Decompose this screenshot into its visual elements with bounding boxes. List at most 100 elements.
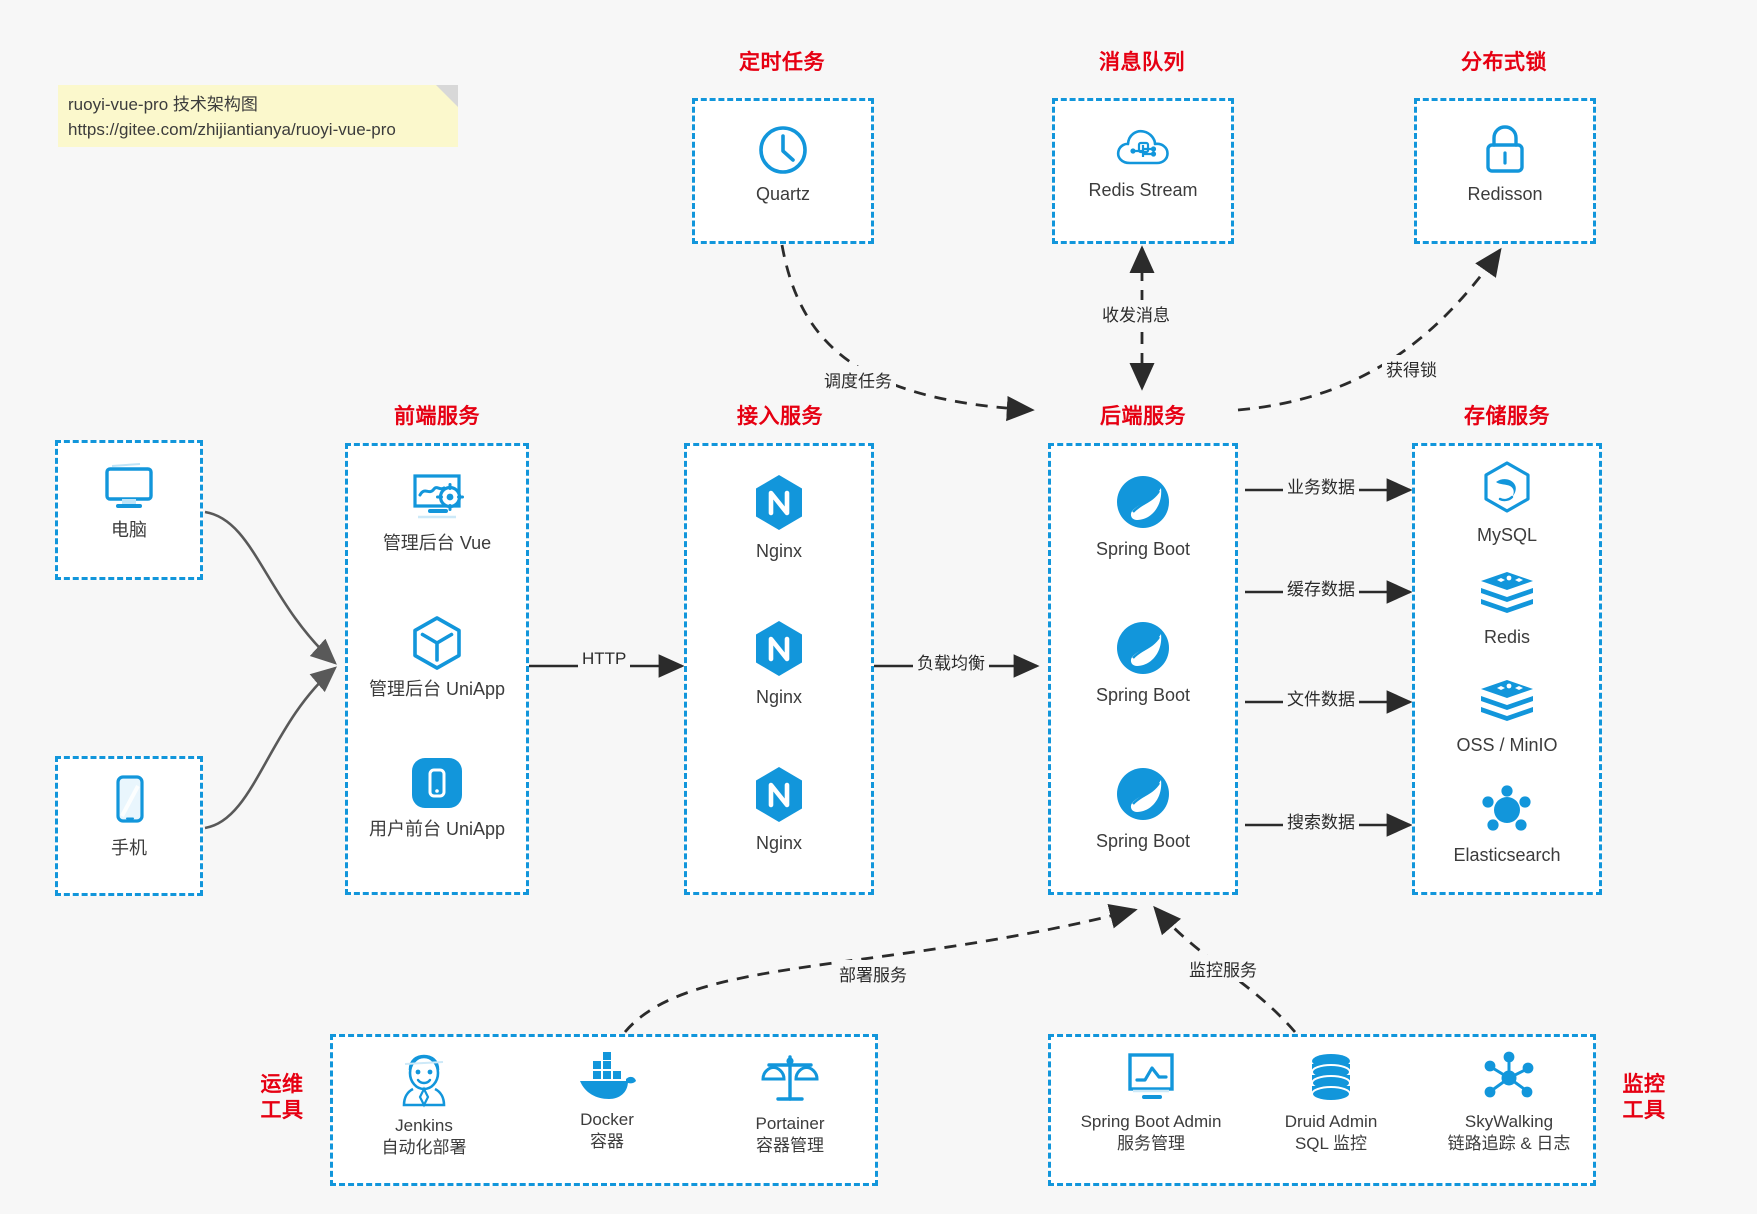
node-skywalking[interactable]: SkyWalking 链路追踪 & 日志	[1419, 1051, 1599, 1155]
note-text: ruoyi-vue-pro 技术架构图 https://gitee.com/zh…	[68, 95, 396, 139]
node-label: MySQL	[1476, 525, 1537, 545]
node-elasticsearch[interactable]: Elasticsearch	[1415, 784, 1599, 867]
node-label: Spring Boot	[1095, 685, 1191, 705]
node-label: Spring Boot	[1095, 539, 1191, 559]
node-label: Docker 容器	[580, 1110, 634, 1152]
node-redis-stream[interactable]: Redis Stream	[1055, 123, 1231, 202]
nginx-icon	[756, 621, 802, 676]
group-box-storage: MySQL Redis OSS / MinIO	[1412, 443, 1602, 895]
node-label: Portainer 容器管理	[755, 1114, 825, 1156]
monitor-chart-icon	[1128, 1053, 1174, 1099]
edge-label-business-data: 业务数据	[1283, 472, 1359, 499]
group-title-frontend: 前端服务	[394, 405, 480, 428]
node-oss-minio[interactable]: OSS / MinIO	[1415, 676, 1599, 757]
node-druid-admin[interactable]: Druid Admin SQL 监控	[1241, 1051, 1421, 1155]
sticky-note: ruoyi-vue-pro 技术架构图 https://gitee.com/zh…	[58, 85, 458, 147]
node-admin-uniapp[interactable]: 管理后台 UniApp	[348, 614, 526, 701]
node-label: OSS / MinIO	[1456, 735, 1558, 755]
node-label: 管理后台 Vue	[382, 533, 492, 553]
node-label: 管理后台 UniApp	[368, 679, 506, 699]
node-label: Spring Boot Admin 服务管理	[1080, 1112, 1222, 1154]
node-redis[interactable]: Redis	[1415, 568, 1599, 649]
node-label: Redis	[1483, 627, 1531, 647]
node-jenkins[interactable]: Jenkins 自动化部署	[333, 1051, 515, 1159]
node-label: Jenkins 自动化部署	[381, 1116, 467, 1158]
desktop-monitor-icon	[105, 463, 153, 508]
node-nginx-1[interactable]: Nginx	[687, 472, 871, 563]
note-fold-corner	[436, 85, 458, 107]
smartphone-icon	[116, 775, 144, 823]
edge-label-http: HTTP	[578, 648, 631, 670]
group-box-mq: Redis Stream	[1052, 98, 1234, 244]
group-box-backend: Spring Boot Spring Boot Spring Boot	[1048, 443, 1238, 895]
group-box-scheduler: Quartz	[692, 98, 874, 244]
node-phone[interactable]: 手机	[58, 773, 200, 860]
clock-icon	[759, 126, 807, 174]
edge-label-file-data: 文件数据	[1283, 684, 1359, 711]
elasticsearch-icon	[1482, 785, 1531, 831]
node-spring-boot-1[interactable]: Spring Boot	[1051, 472, 1235, 561]
group-box-monitor: Spring Boot Admin 服务管理 Druid Admin SQL 监…	[1048, 1034, 1596, 1186]
node-label: Quartz	[755, 184, 811, 204]
group-title-monitor: 监控 工具	[1622, 1073, 1666, 1123]
redis-stack-icon	[1481, 572, 1533, 613]
client-box-phone: 手机	[55, 756, 203, 896]
edge-label-acquire-lock: 获得锁	[1382, 355, 1441, 382]
node-spring-boot-2[interactable]: Spring Boot	[1051, 618, 1235, 707]
node-nginx-2[interactable]: Nginx	[687, 618, 871, 709]
edge-label-search-data: 搜索数据	[1283, 807, 1359, 834]
node-label: Nginx	[755, 541, 803, 561]
spring-boot-icon	[1117, 622, 1169, 674]
hexagon-cube-icon	[413, 616, 461, 670]
group-title-gateway: 接入服务	[737, 405, 823, 428]
node-label: Druid Admin SQL 监控	[1284, 1112, 1378, 1154]
node-docker[interactable]: Docker 容器	[516, 1051, 698, 1153]
group-box-gateway: Nginx Nginx Nginx	[684, 443, 874, 895]
redis-stack-icon	[1481, 680, 1533, 721]
edge-label-cache-data: 缓存数据	[1283, 574, 1359, 601]
edge-label-send-receive-message: 收发消息	[1098, 300, 1174, 327]
group-box-lock: Redisson	[1414, 98, 1596, 244]
skywalking-nodes-icon	[1484, 1051, 1534, 1098]
group-title-ops: 运维 工具	[260, 1073, 304, 1123]
node-user-uniapp[interactable]: 用户前台 UniApp	[348, 754, 526, 841]
group-title-mq: 消息队列	[1099, 51, 1185, 74]
node-quartz[interactable]: Quartz	[695, 123, 871, 206]
nginx-icon	[756, 767, 802, 822]
mobile-app-icon	[412, 758, 462, 808]
node-label: Nginx	[755, 687, 803, 707]
docker-whale-icon	[580, 1052, 636, 1099]
spring-boot-icon	[1117, 476, 1169, 528]
node-spring-boot-admin[interactable]: Spring Boot Admin 服务管理	[1051, 1051, 1251, 1155]
node-mysql[interactable]: MySQL	[1415, 460, 1599, 547]
node-admin-vue[interactable]: 管理后台 Vue	[348, 468, 526, 555]
node-redisson[interactable]: Redisson	[1417, 123, 1593, 206]
jenkins-butler-icon	[402, 1054, 446, 1108]
edge-label-load-balance: 负载均衡	[913, 648, 989, 675]
node-label: Elasticsearch	[1453, 845, 1561, 865]
node-spring-boot-3[interactable]: Spring Boot	[1051, 764, 1235, 853]
nginx-icon	[756, 475, 802, 530]
node-label: Redisson	[1467, 184, 1543, 204]
spring-boot-icon	[1117, 768, 1169, 820]
cloud-network-icon	[1116, 129, 1169, 165]
group-box-ops: Jenkins 自动化部署 Docker 容器	[330, 1034, 878, 1186]
node-label: Nginx	[755, 833, 803, 853]
node-computer[interactable]: 电脑	[58, 459, 200, 542]
group-title-scheduler: 定时任务	[739, 51, 825, 74]
node-label: 电脑	[111, 520, 147, 540]
group-title-backend: 后端服务	[1100, 405, 1186, 428]
node-portainer[interactable]: Portainer 容器管理	[699, 1051, 881, 1157]
group-box-frontend: 管理后台 Vue 管理后台 UniApp 用户前台 UniApp	[345, 443, 529, 895]
database-cylinder-icon	[1311, 1054, 1351, 1102]
node-label: SkyWalking 链路追踪 & 日志	[1447, 1112, 1571, 1154]
group-title-storage: 存储服务	[1464, 405, 1550, 428]
edge-label-monitor-service: 监控服务	[1185, 955, 1261, 982]
node-nginx-3[interactable]: Nginx	[687, 764, 871, 855]
dashboard-gear-icon	[413, 474, 464, 519]
mysql-dolphin-icon	[1484, 461, 1530, 513]
node-label: 手机	[111, 838, 147, 858]
scales-icon	[761, 1055, 819, 1101]
edge-label-schedule-task: 调度任务	[820, 366, 896, 393]
